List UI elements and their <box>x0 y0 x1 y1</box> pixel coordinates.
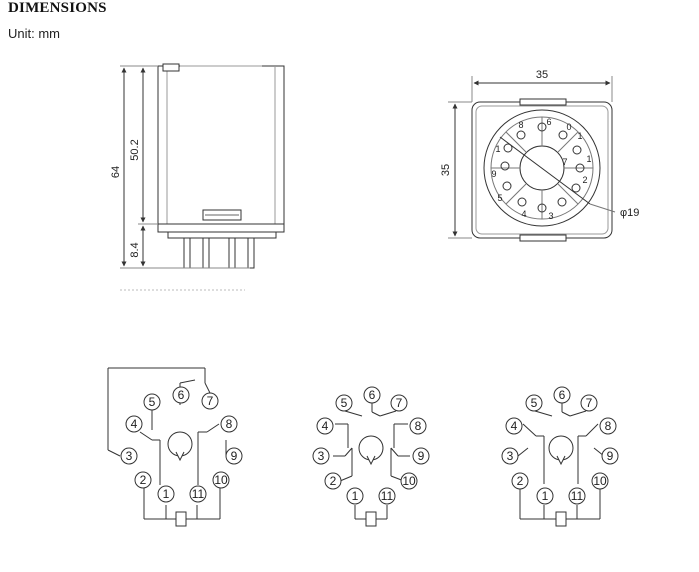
socket-pin-labels: 8 6 0 1 1 2 3 4 5 9 7 1 <box>491 117 591 221</box>
pin-label: 1 <box>352 489 359 503</box>
pin-label: 4 <box>322 419 329 433</box>
socket-pin-label: 1 <box>577 131 582 141</box>
dim-total-height: 64 <box>110 166 122 178</box>
pin-label: 11 <box>192 487 205 501</box>
pin-label: 5 <box>149 395 156 409</box>
dim-width: 35 <box>536 69 548 81</box>
pin-label: 6 <box>369 388 376 402</box>
pin-label: 9 <box>607 449 614 463</box>
pin-label: 6 <box>559 388 566 402</box>
pin-label: 8 <box>605 419 612 433</box>
pin-label: 4 <box>511 419 518 433</box>
pin-label: 7 <box>396 396 403 410</box>
socket-pin-label: 3 <box>548 211 553 221</box>
dim-diameter: φ19 <box>620 207 639 219</box>
pin-label: 6 <box>178 388 185 402</box>
bottom-view-drawing <box>448 76 616 242</box>
pin-label: 10 <box>593 474 607 488</box>
pin-label: 10 <box>402 474 416 488</box>
dim-body-height: 50.2 <box>129 139 141 160</box>
socket-pin-label: 2 <box>582 175 587 185</box>
pin-label: 1 <box>542 489 549 503</box>
unit-label: Unit: mm <box>8 26 60 41</box>
socket-pin-label: 9 <box>491 169 496 179</box>
pin-label: 10 <box>214 473 228 487</box>
dim-height: 35 <box>440 164 452 176</box>
pin-label: 3 <box>318 449 325 463</box>
wiring-diagram-1: 1 2 3 4 5 6 7 8 9 10 11 <box>107 367 243 527</box>
pin-label: 7 <box>207 394 214 408</box>
pin-label: 4 <box>131 417 138 431</box>
pin-label: 2 <box>330 474 337 488</box>
pin-label: 9 <box>231 449 238 463</box>
socket-pin-label: 6 <box>546 117 551 127</box>
pin-label: 11 <box>381 489 394 503</box>
dim-pin-length: 8.4 <box>129 242 141 257</box>
dimensions-title: DIMENSIONS <box>8 0 107 16</box>
pin-label: 3 <box>126 449 133 463</box>
pin-label: 8 <box>226 417 233 431</box>
pin-label: 7 <box>586 396 593 410</box>
socket-pin-label: 1 <box>495 144 500 154</box>
pin-label: 8 <box>415 419 422 433</box>
pin-label: 11 <box>571 489 584 503</box>
wiring-diagram-2: 1 2 3 4 5 6 7 8 9 10 11 <box>312 386 430 527</box>
pin-label: 2 <box>140 473 147 487</box>
side-view-drawing <box>120 63 285 291</box>
pin-label: 2 <box>517 474 524 488</box>
pin-label: 5 <box>341 396 348 410</box>
socket-pin-label: 5 <box>497 193 502 203</box>
wiring-diagram-3: 1 2 3 4 5 6 7 8 9 10 11 <box>501 386 619 527</box>
socket-pin-label: 4 <box>521 209 526 219</box>
socket-pin-label: 7 <box>562 157 567 167</box>
pin-label: 5 <box>531 396 538 410</box>
socket-pin-label: 8 <box>518 120 523 130</box>
pin-label: 1 <box>163 487 170 501</box>
socket-pin-label: 1 <box>586 154 591 164</box>
pin-label: 3 <box>507 449 514 463</box>
pin-label: 9 <box>418 449 425 463</box>
socket-pin-label: 0 <box>566 122 571 132</box>
